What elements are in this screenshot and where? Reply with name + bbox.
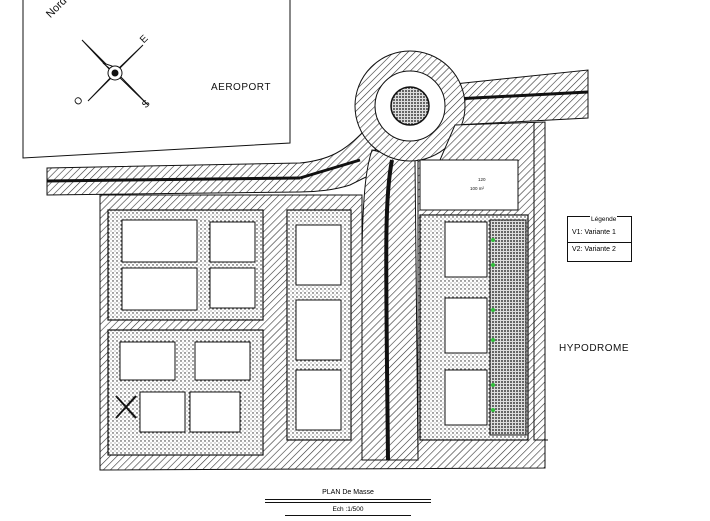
legend-title: Légende: [590, 216, 618, 223]
lot-number-label: 120: [478, 177, 486, 182]
tree-markers: [491, 238, 495, 412]
site-boundary-east: [533, 122, 548, 441]
lot-area-label: 100 m²: [470, 186, 485, 191]
housing-block-c: [286, 209, 352, 441]
plan-scale: Ech :1/500: [332, 506, 364, 513]
plan-title: PLAN De Masse: [322, 489, 374, 496]
road-network: [46, 69, 589, 461]
roundabout: [354, 50, 466, 162]
legend-box: Légende V1: Variante 1 V2: Variante 2: [567, 216, 632, 262]
housing-block-d: [419, 159, 529, 441]
title-underline-1: [265, 499, 431, 500]
legend-item-variant-1: V1: Variante 1: [572, 229, 616, 236]
title-block: PLAN De Masse Ech :1/500: [265, 489, 431, 519]
housing-block-a: [107, 209, 264, 321]
legend-item-variant-2: V2: Variante 2: [572, 246, 616, 253]
airport-boundary: [22, 0, 291, 159]
title-underline-2: [265, 502, 431, 503]
legend-divider: [568, 242, 631, 243]
hippodrome-label: HYPODROME: [559, 343, 630, 354]
compass-rose: [81, 39, 149, 106]
airport-label: AEROPORT: [211, 82, 271, 93]
housing-block-b: [107, 329, 264, 456]
scale-underline: [285, 515, 411, 516]
